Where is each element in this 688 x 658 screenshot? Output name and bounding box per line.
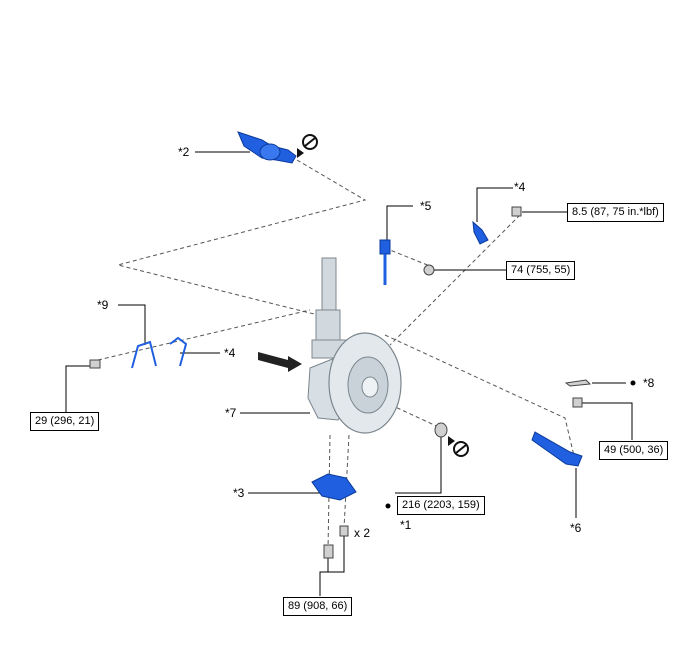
- strut: [311, 257, 349, 359]
- bolt-29: [89, 359, 101, 369]
- arrow-icon: [258, 352, 302, 372]
- callout-label: *5: [420, 199, 432, 213]
- torque-spec: 89 (908, 66): [283, 597, 353, 616]
- hub-nut-216: [434, 422, 448, 438]
- bullet-marker-8: [630, 380, 636, 386]
- torque-spec: 74 (755, 55): [506, 261, 576, 280]
- bullet-marker-1: [385, 503, 391, 509]
- callout-label: *6: [570, 521, 582, 535]
- callout-label: *7: [225, 406, 237, 420]
- callout-label: *1: [400, 518, 412, 532]
- callout-label: *9: [97, 298, 109, 312]
- cotter-pin-8: [564, 379, 592, 387]
- sensor-wire: [131, 336, 188, 369]
- tie-rod-end: [531, 431, 583, 467]
- callout-label: *4: [514, 180, 526, 194]
- sensor-bracket-top: [472, 220, 489, 245]
- drive-shaft: [237, 131, 297, 164]
- no-reuse-icon-hub: [448, 436, 469, 457]
- callout-label: *8: [643, 376, 655, 390]
- disc-rotor: [328, 332, 402, 434]
- assembly-lines: [97, 159, 576, 551]
- quantity-label: x 2: [354, 526, 371, 540]
- bolts-89: [323, 525, 349, 559]
- bolt-85: [511, 206, 522, 217]
- nut-74: [423, 264, 435, 276]
- castle-nut-49: [572, 397, 583, 408]
- torque-spec: 49 (500, 36): [599, 441, 669, 460]
- torque-spec: 29 (296, 21): [30, 412, 100, 431]
- callout-label: *3: [233, 486, 245, 500]
- callout-label: *4: [224, 346, 236, 360]
- stabilizer-link: [379, 239, 391, 285]
- torque-spec: 8.5 (87, 75 in.*lbf): [567, 203, 664, 222]
- no-reuse-icon-top: [297, 134, 318, 158]
- leader-lines: [65, 151, 633, 596]
- torque-spec: 216 (2203, 159): [397, 496, 485, 515]
- callout-label: *2: [178, 145, 190, 159]
- lower-arm-bracket: [311, 473, 357, 501]
